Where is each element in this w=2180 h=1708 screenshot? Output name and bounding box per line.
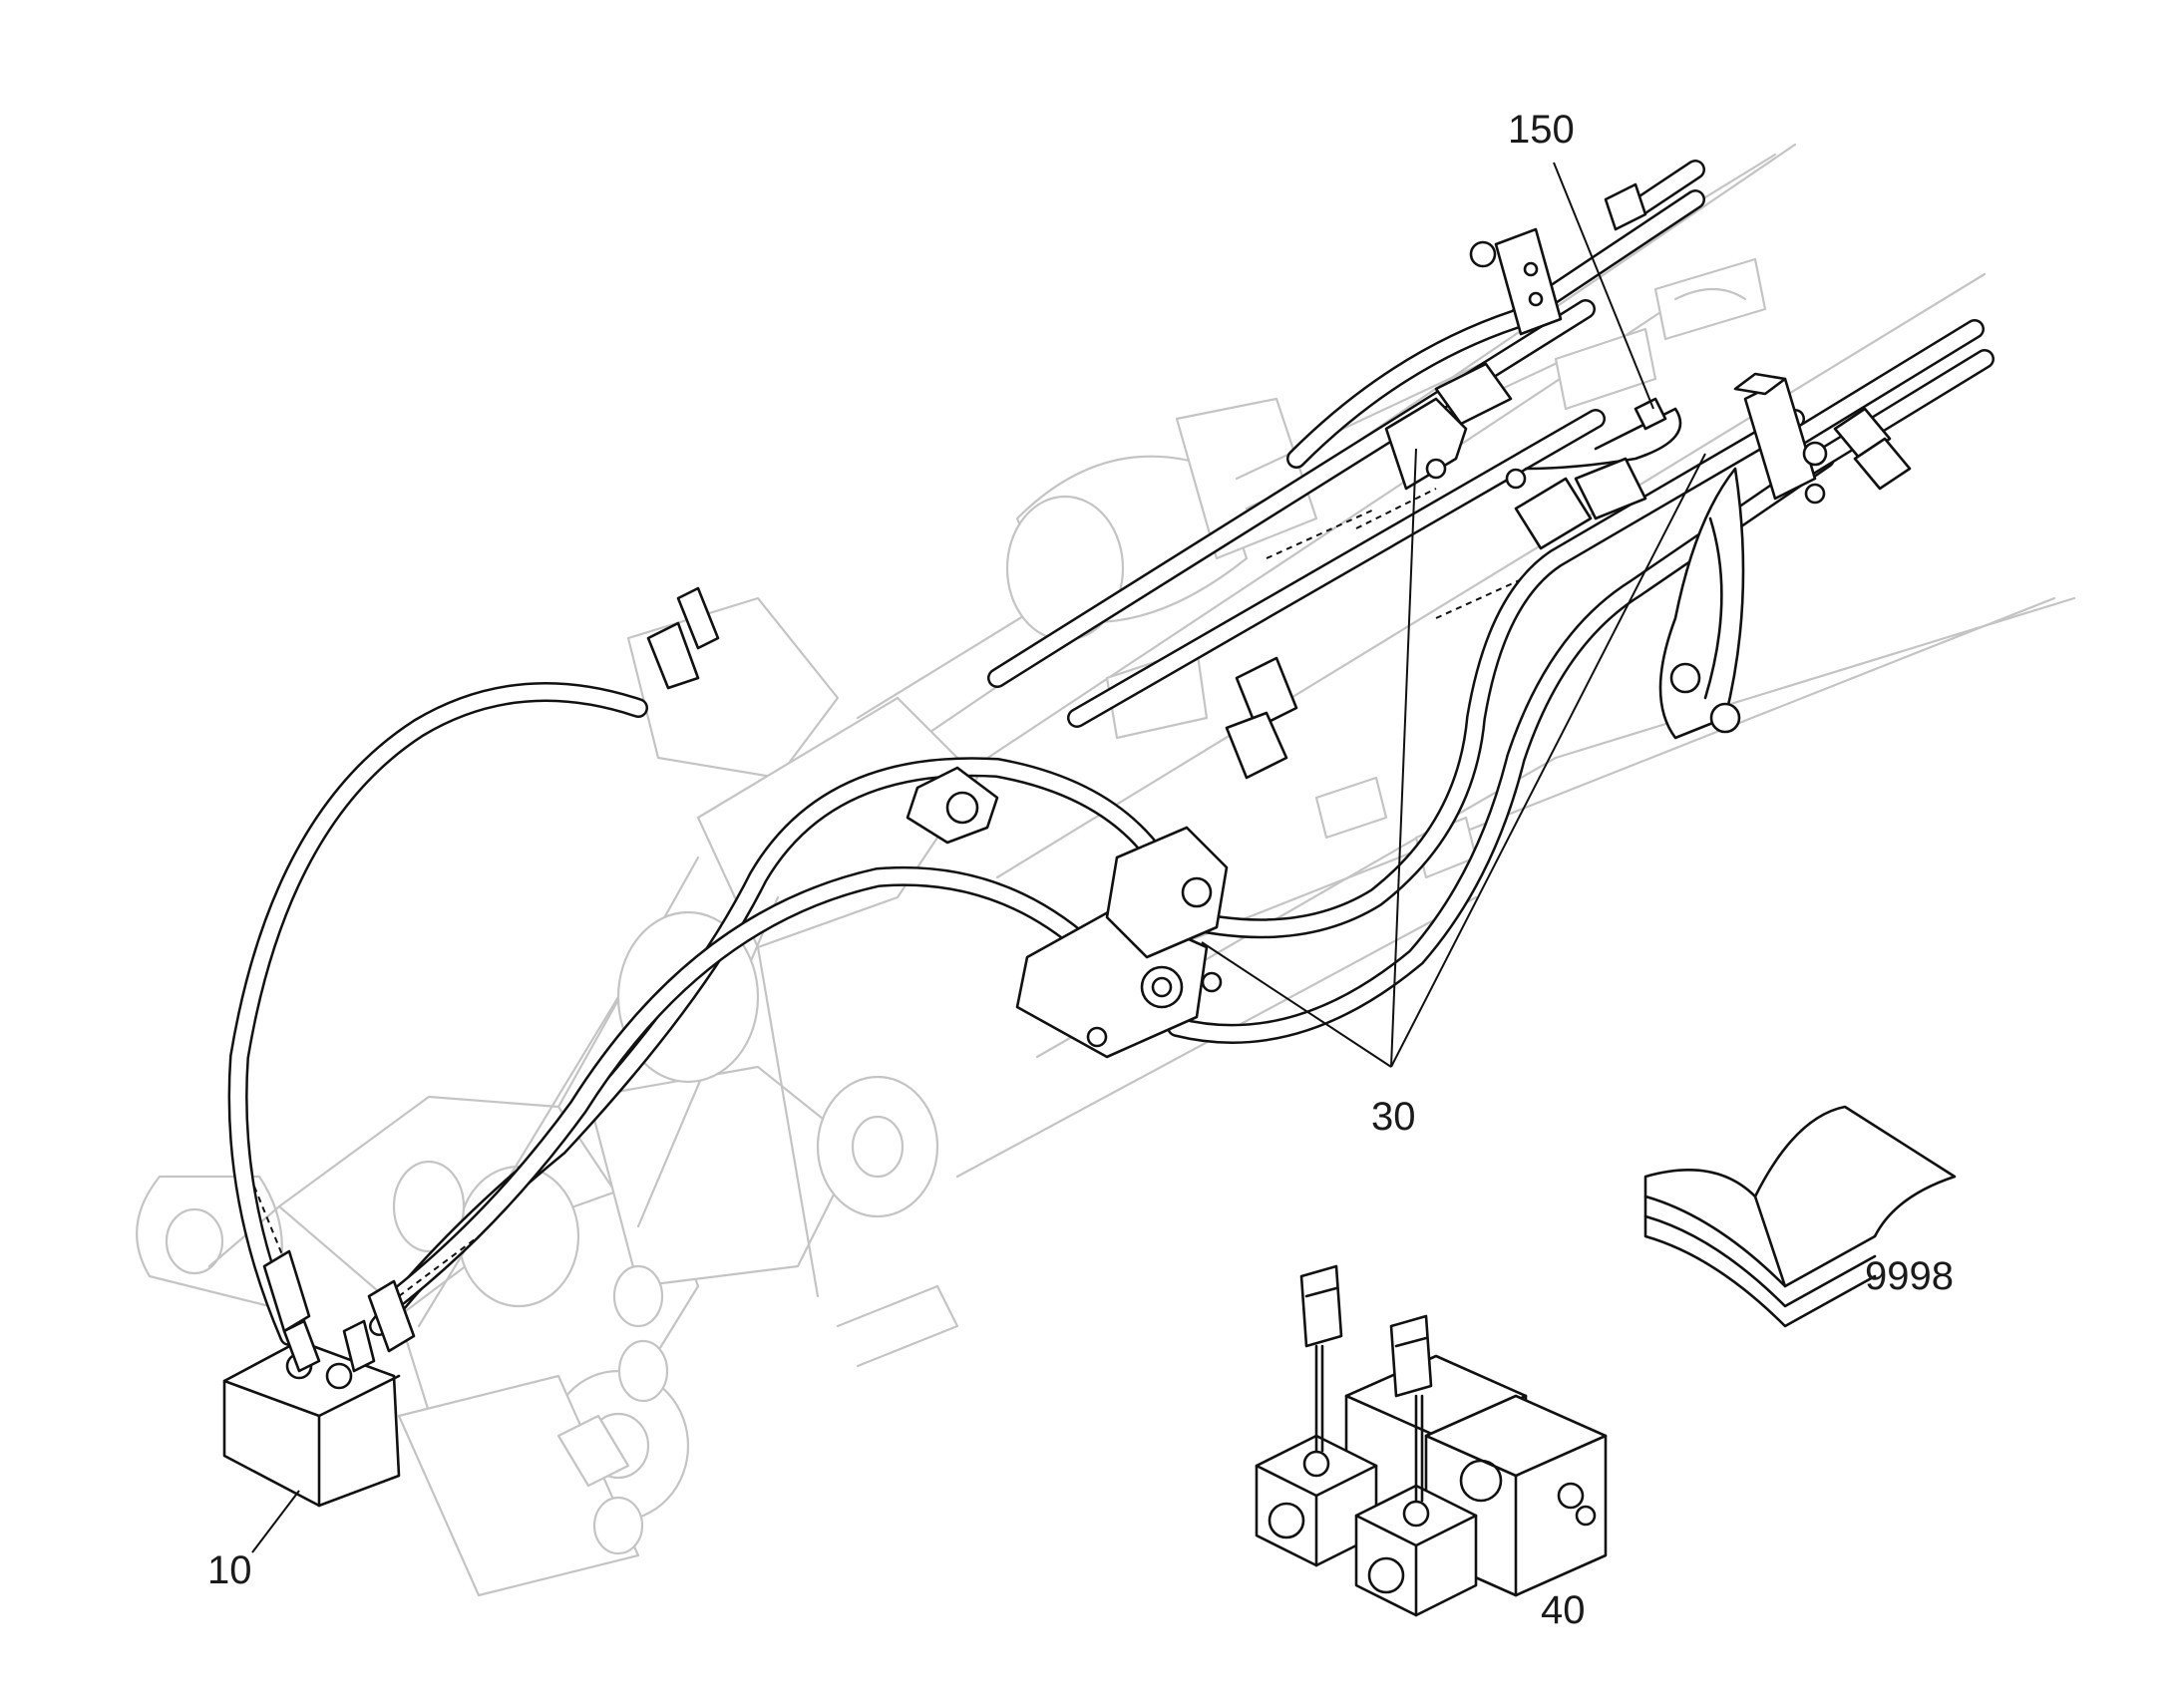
instruction-manual [1643,1105,1957,1328]
callout-40: 40 [1541,1588,1586,1632]
connector-plug-2 [1389,1314,1433,1398]
callout-10: 10 [207,1548,252,1592]
callout-30: 30 [1371,1095,1416,1139]
leader-30-a [1201,941,1392,1068]
leader-150 [1553,162,1654,410]
callout-labels: 150 30 10 40 9998 [207,108,1954,1632]
hydraulic-hoses [227,160,1995,1346]
leader-30-b [1390,448,1417,1068]
callout-9998: 9998 [1865,1254,1954,1298]
hose-clamp-upper [1105,826,1229,959]
fittings-and-clamps [222,182,1912,1508]
leader-30-c [1390,453,1706,1068]
leader-10 [251,1490,300,1553]
boom-arm-ghost [856,143,2076,1179]
solenoid-valve-kit [1255,1264,1608,1617]
connector-plug-1 [1299,1264,1343,1348]
callout-150: 150 [1508,108,1575,152]
leader-lines [251,162,1706,1553]
sensor-150 [1634,397,1667,431]
